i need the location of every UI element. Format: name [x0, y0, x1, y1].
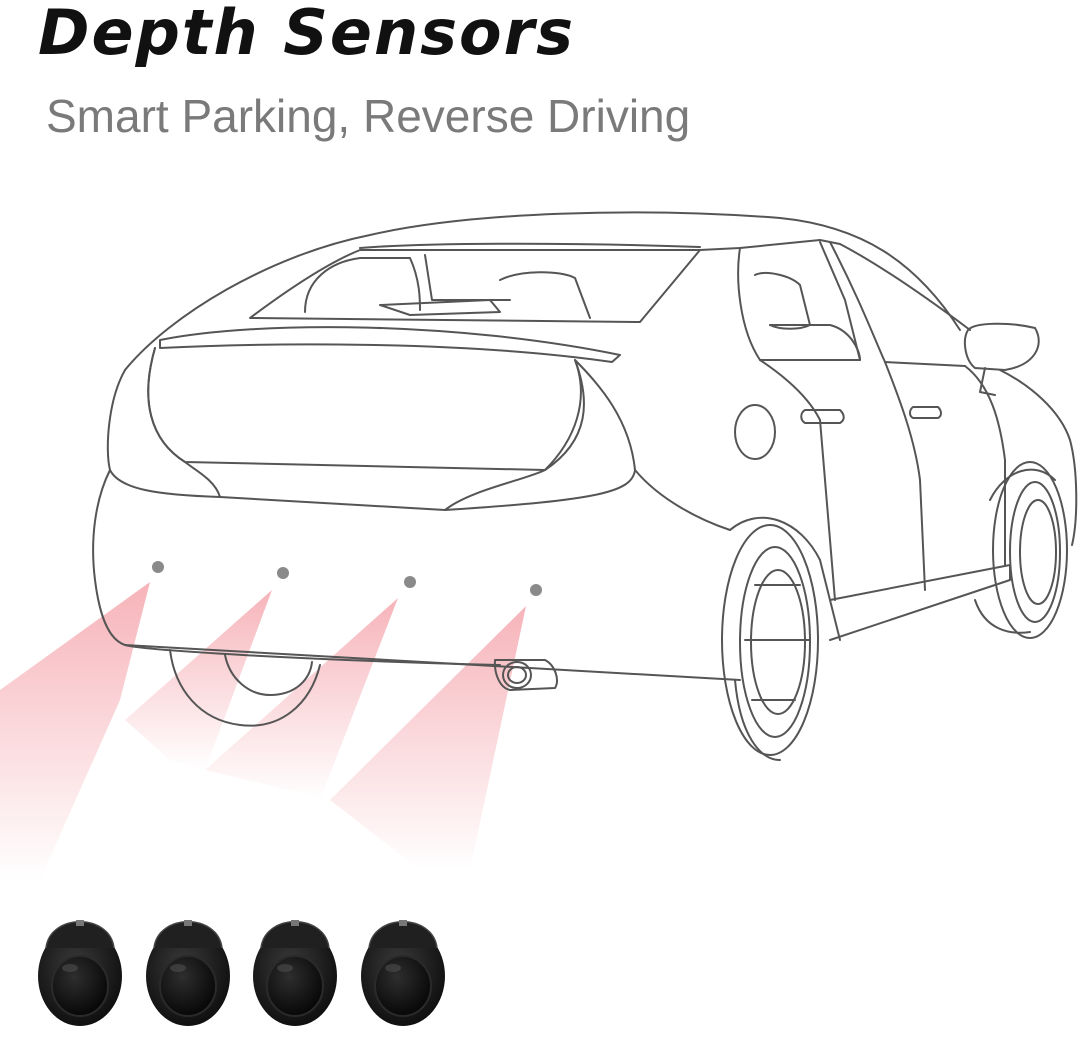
sensor-beam-4	[330, 606, 526, 870]
sensor-beam-2	[125, 590, 272, 770]
bumper-sensor-4	[530, 584, 542, 596]
parking-sensor-icon	[146, 920, 230, 1026]
car-outline	[92, 211, 1078, 761]
sensor-beam-3	[205, 598, 398, 800]
page-subtitle: Smart Parking, Reverse Driving	[46, 90, 691, 142]
parking-sensor-icon	[38, 920, 122, 1026]
bumper-sensor-3	[404, 576, 416, 588]
parking-sensor-icon	[253, 920, 337, 1026]
page-title: Depth Sensors	[38, 0, 576, 69]
sensor-units	[38, 920, 445, 1026]
bumper-sensors	[152, 561, 542, 596]
bumper-sensor-2	[277, 567, 289, 579]
parking-sensor-icon	[361, 920, 445, 1026]
sensor-beams	[0, 582, 526, 880]
sensor-beam-1	[0, 582, 150, 880]
bumper-sensor-1	[152, 561, 164, 573]
